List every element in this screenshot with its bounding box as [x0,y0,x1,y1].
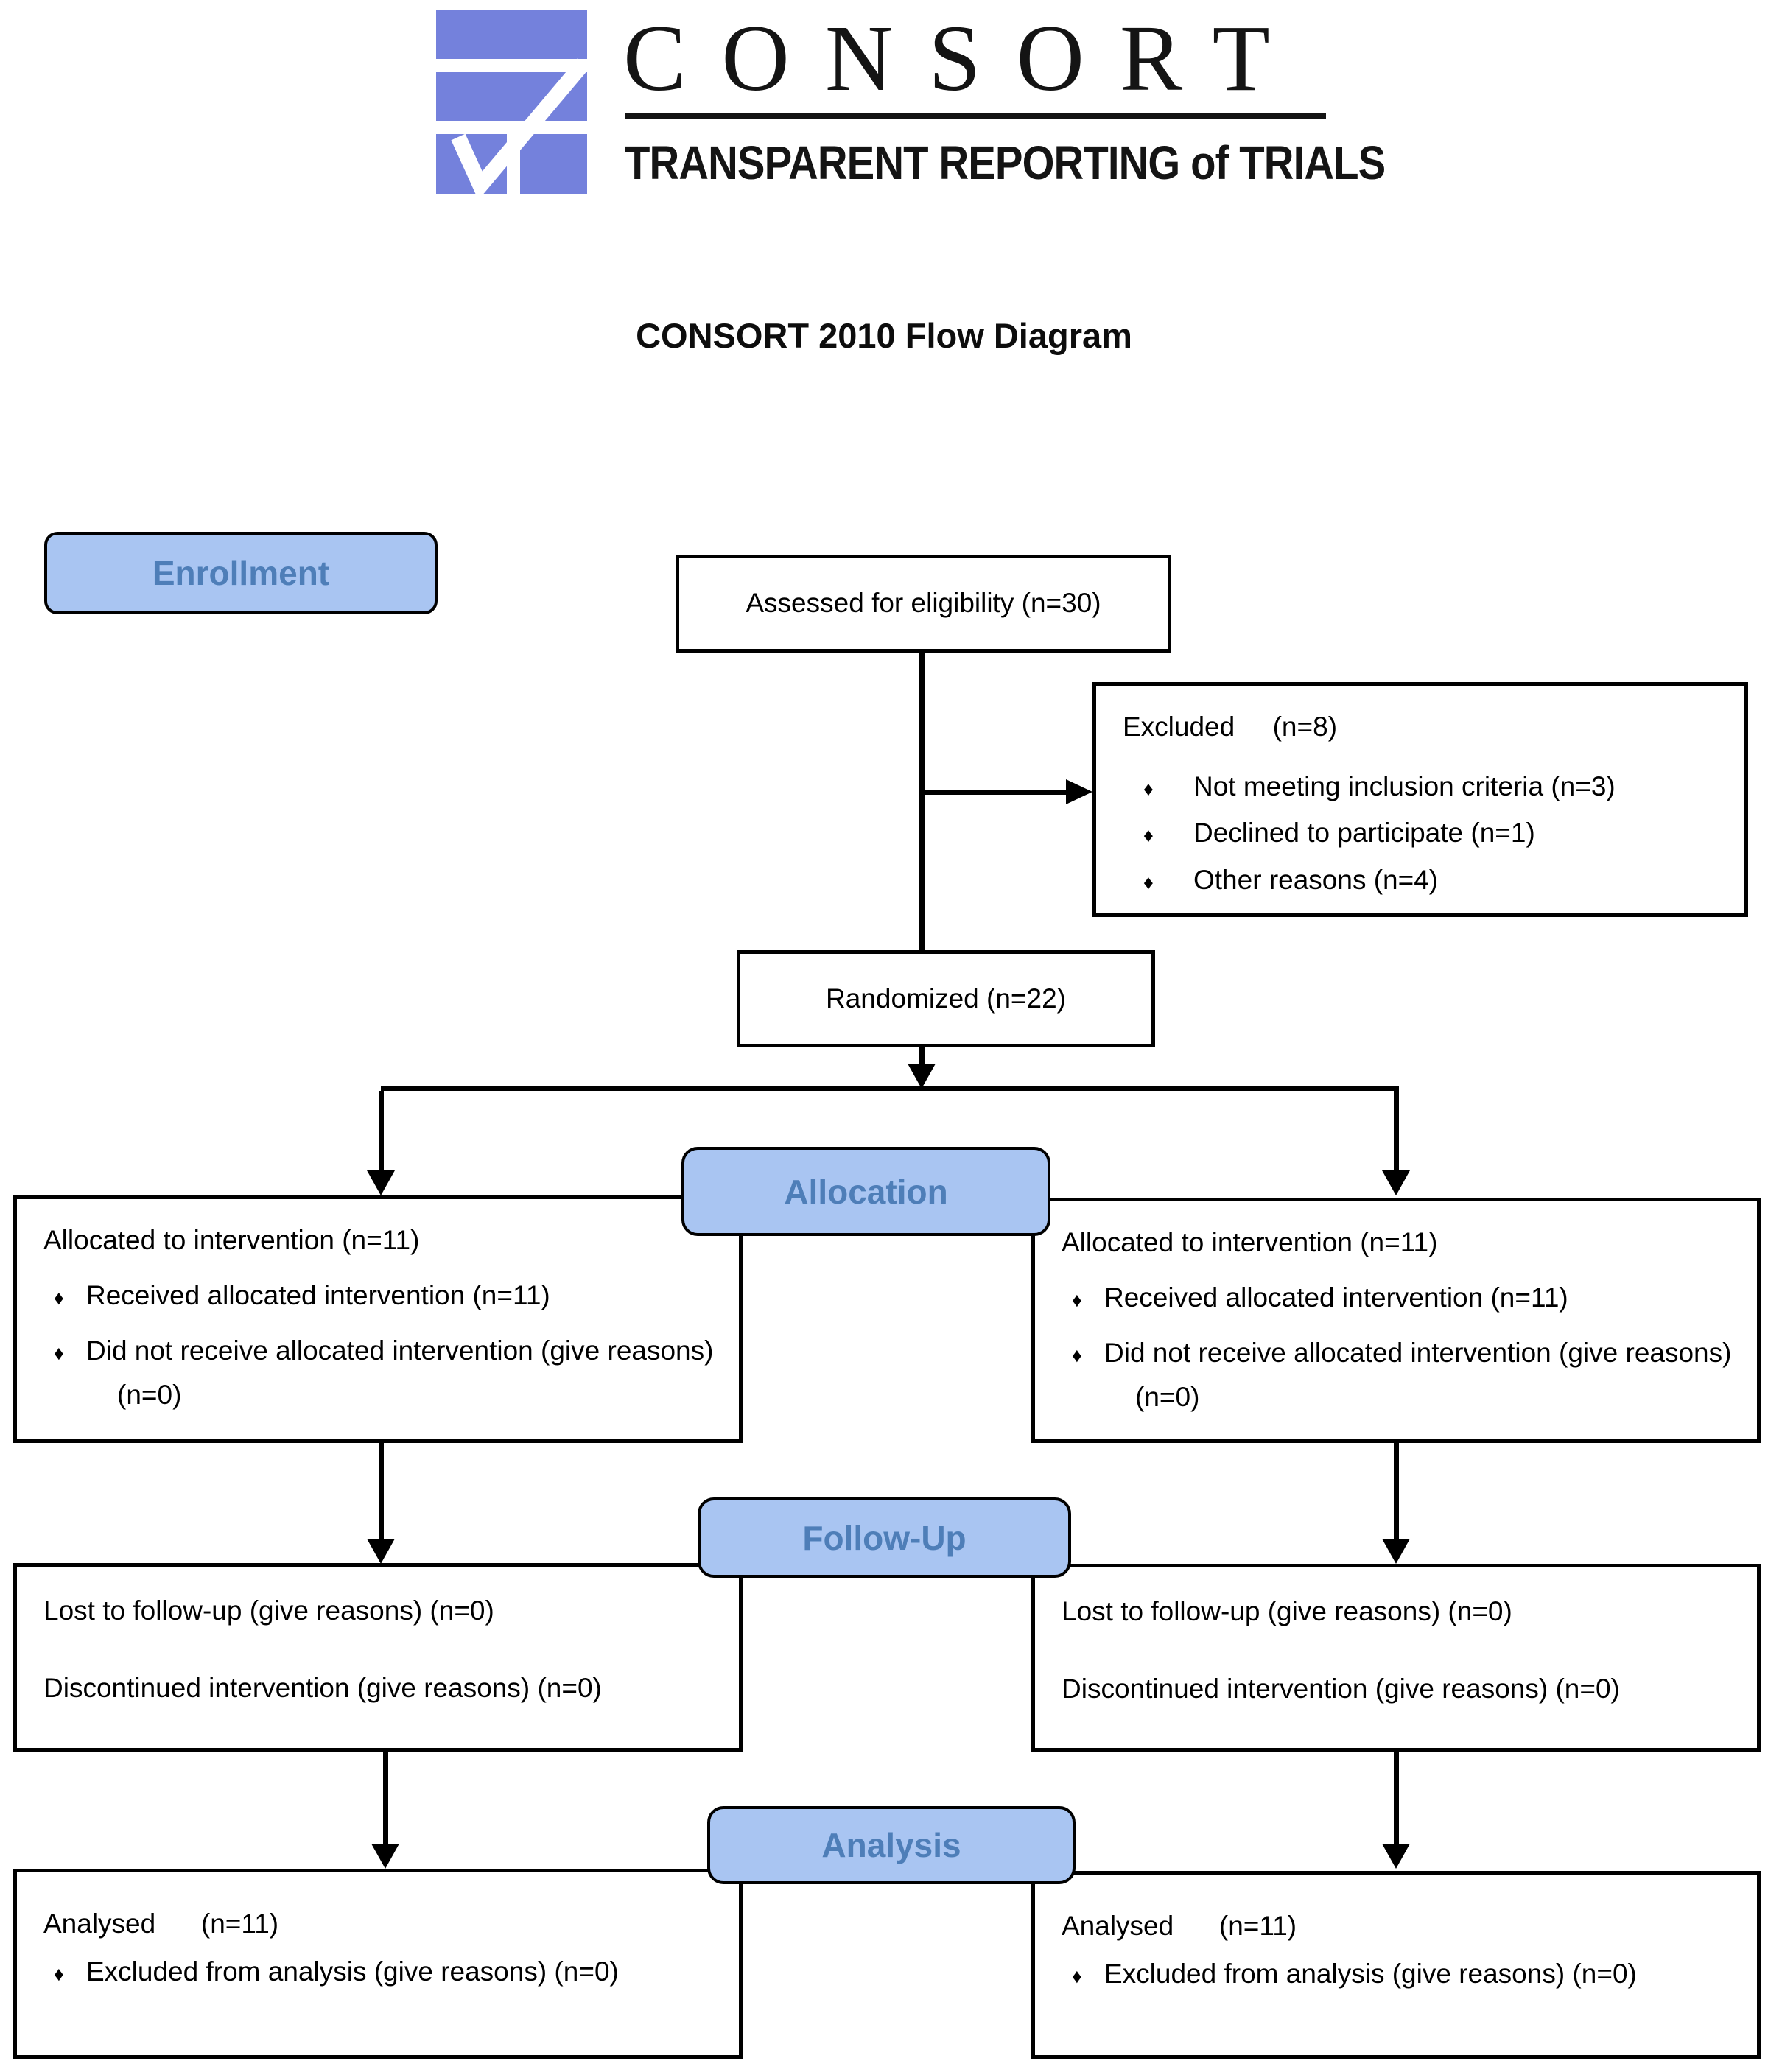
box-followup-right: Lost to follow-up (give reasons) (n=0) D… [1031,1564,1761,1752]
arrowhead-down-icon [1382,1539,1410,1564]
analysis-item-text: Excluded from analysis (give reasons) (n… [1104,1959,1637,1990]
allocation-item-text: Did not receive allocated intervention (… [86,1335,714,1410]
wordmark-underline [625,113,1326,119]
box-allocation-left: Allocated to intervention (n=11) ♦ Recei… [13,1195,743,1443]
arrowhead-down-icon [367,1539,395,1564]
box-analysis-right: Analysed (n=11) ♦ Excluded from analysis… [1031,1871,1761,2059]
branch-line [381,1086,1399,1091]
consort-tagline: TRANSPARENT REPORTING of TRIALS [625,136,1386,189]
allocation-item-text: Received allocated intervention (n=11) [86,1280,550,1311]
stage-pill-followup: Follow-Up [698,1497,1071,1578]
box-allocation-right: Allocated to intervention (n=11) ♦ Recei… [1031,1198,1761,1443]
analysis-item: ♦ Excluded from analysis (give reasons) … [1062,1952,1742,1995]
connector-randomized-branch-line [919,1047,925,1067]
excluded-item: ♦ Not meeting inclusion criteria (n=3) [1123,765,1725,808]
connector-followup-analysis-right-line [1394,1752,1399,1845]
page-title: CONSORT 2010 Flow Diagram [636,316,1132,355]
diamond-bullet-icon: ♦ [1143,824,1154,847]
box-randomized: Randomized (n=22) [737,950,1155,1047]
diamond-bullet-icon: ♦ [54,1287,64,1310]
consort-logo-icon [436,10,588,196]
followup-line: Lost to follow-up (give reasons) (n=0) [1062,1596,1512,1626]
diamond-bullet-icon: ♦ [54,1963,64,1986]
excluded-item-text: Declined to participate (n=1) [1193,818,1535,849]
stage-pill-enrollment: Enrollment [44,532,438,614]
arrowhead-down-icon [367,1170,395,1195]
allocation-item: ♦ Received allocated intervention (n=11) [43,1274,724,1317]
followup-line: Discontinued intervention (give reasons)… [1062,1674,1620,1704]
allocation-item: ♦ Received allocated intervention (n=11) [1062,1276,1742,1319]
diamond-bullet-icon: ♦ [1072,1965,1082,1988]
allocation-item-text: Received allocated intervention (n=11) [1104,1282,1568,1313]
connector-allocation-followup-right-line [1394,1443,1399,1540]
connector-branch-right-line [1394,1091,1399,1172]
excluded-item-text: Not meeting inclusion criteria (n=3) [1193,771,1616,802]
excluded-item-text: Other reasons (n=4) [1193,864,1439,895]
excluded-item: ♦ Declined to participate (n=1) [1123,811,1725,854]
connector-branch-left-line [379,1091,384,1172]
excluded-heading: Excluded (n=8) [1123,712,1338,742]
connector-assessed-randomized-line [919,653,925,950]
diamond-bullet-icon: ♦ [1143,778,1154,801]
arrowhead-down-icon [1382,1844,1410,1869]
analysis-item-text: Excluded from analysis (give reasons) (n… [86,1956,619,1987]
allocation-heading: Allocated to intervention (n=11) [1062,1227,1438,1257]
arrowhead-down-icon [908,1064,936,1089]
analysis-heading: Analysed (n=11) [1062,1911,1297,1941]
diamond-bullet-icon: ♦ [1072,1289,1082,1312]
box-analysis-left: Analysed (n=11) ♦ Excluded from analysis… [13,1869,743,2059]
arrowhead-right-icon [1066,779,1092,804]
allocation-item: ♦ Did not receive allocated intervention… [1062,1331,1742,1418]
allocation-item: ♦ Did not receive allocated intervention… [43,1329,724,1416]
allocation-item-text: Did not receive allocated intervention (… [1104,1338,1732,1412]
analysis-heading: Analysed (n=11) [43,1908,279,1939]
arrowhead-down-icon [1382,1170,1410,1195]
followup-line: Lost to follow-up (give reasons) (n=0) [43,1595,494,1626]
box-excluded: Excluded (n=8) ♦ Not meeting inclusion c… [1092,682,1748,917]
analysis-item: ♦ Excluded from analysis (give reasons) … [43,1950,724,1993]
arrowhead-down-icon [371,1844,399,1869]
diamond-bullet-icon: ♦ [54,1342,64,1365]
followup-line: Discontinued intervention (give reasons)… [43,1673,602,1704]
allocation-heading: Allocated to intervention (n=11) [43,1225,420,1255]
box-followup-left: Lost to follow-up (give reasons) (n=0) D… [13,1563,743,1752]
connector-followup-analysis-left-line [383,1752,388,1845]
stage-pill-analysis: Analysis [707,1806,1076,1884]
excluded-item: ♦ Other reasons (n=4) [1123,858,1725,902]
diamond-bullet-icon: ♦ [1072,1344,1082,1367]
consort-wordmark: CONSORT [623,6,1305,110]
connector-excluded-line [922,790,1066,795]
box-assessed: Assessed for eligibility (n=30) [676,555,1171,653]
diamond-bullet-icon: ♦ [1143,871,1154,893]
connector-allocation-followup-left-line [379,1443,384,1540]
stage-pill-allocation: Allocation [681,1147,1050,1236]
